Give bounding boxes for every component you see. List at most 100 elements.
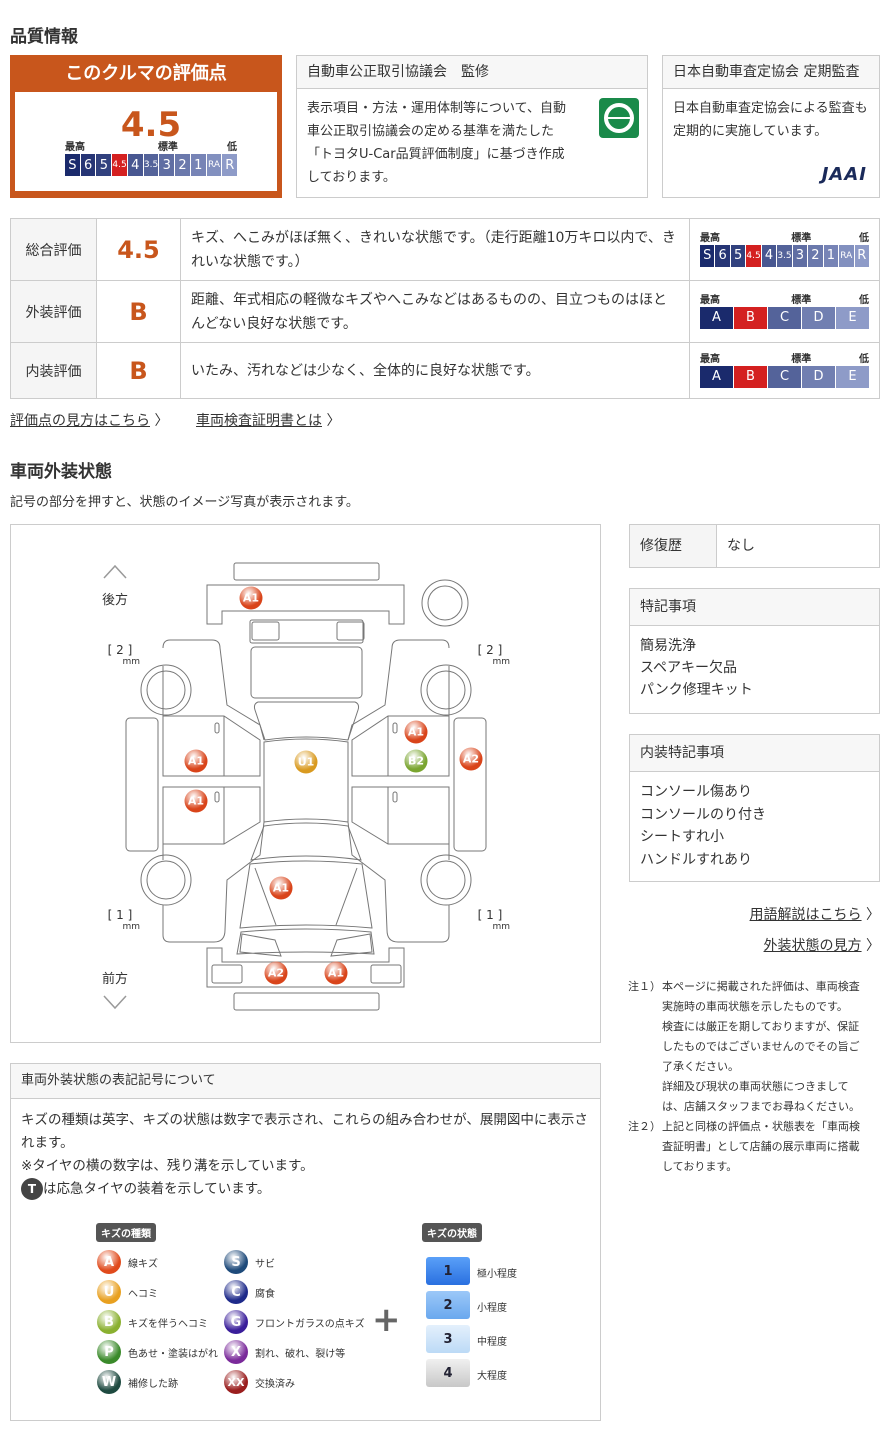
eval-label: 総合評価 xyxy=(10,218,97,281)
note-line: 上記と同様の評価点・状態表を「車両検 xyxy=(662,1120,860,1133)
state-level-1: 1 xyxy=(426,1257,470,1285)
scale-cell: 4 xyxy=(761,244,777,267)
eval-value: B xyxy=(96,342,181,399)
state-level-label: 大程度 xyxy=(477,1371,507,1382)
damage-mark-a1[interactable]: A1 xyxy=(404,720,428,744)
note-line: 本ページに掲載された評価は、車両検査 xyxy=(662,980,860,993)
legend-text: キズの種類は英字、キズの状態は数字で表示され、これらの組み合わせが、展開図中に表… xyxy=(21,1112,588,1151)
grade-cell: A xyxy=(700,306,733,329)
damage-mark-a2[interactable]: A2 xyxy=(264,961,288,985)
eval-label: 外装評価 xyxy=(10,280,97,343)
jaai-logo: JAAI xyxy=(821,164,867,185)
damage-mark-u1[interactable]: U1 xyxy=(294,750,318,774)
scale-cell: S xyxy=(700,244,715,267)
scale-cell: RA xyxy=(206,154,222,176)
scale-high: 最高 xyxy=(700,353,720,365)
grade-cell: B xyxy=(734,365,767,388)
scale-cell: 2 xyxy=(175,154,190,176)
cert-link[interactable]: 車両検査証明書とは 〉 xyxy=(196,410,340,430)
legend-type-label: 補修した跡 xyxy=(128,1378,178,1390)
scale-cell: 4.5 xyxy=(112,154,127,176)
damage-mark-b2[interactable]: B2 xyxy=(404,749,428,773)
state-level-4: 4 xyxy=(426,1359,470,1387)
scale-high: 最高 xyxy=(700,232,720,244)
table-row: 総合評価 4.5 キズ、へこみがほぼ無く、きれいな状態です。（走行距離10万キロ… xyxy=(10,218,880,281)
scale-cell: 3 xyxy=(792,244,808,267)
eval-label: 内装評価 xyxy=(10,342,97,399)
xx-badge-icon: XX xyxy=(224,1370,248,1394)
scale-mid: 標準 xyxy=(791,353,812,365)
note-line: しております。 xyxy=(662,1160,738,1173)
glossary-link[interactable]: 用語解説はこちら 〉 xyxy=(750,904,880,924)
state-level-2: 2 xyxy=(426,1291,470,1319)
damage-mark-a1[interactable]: A1 xyxy=(239,586,263,610)
note-line: 詳細及び現状の車両状態につきまして xyxy=(662,1080,849,1093)
damage-mark-a2[interactable]: A2 xyxy=(459,747,483,771)
scale-cell: 1 xyxy=(190,154,206,176)
damage-mark-a1[interactable]: A1 xyxy=(324,961,348,985)
damage-mark-a1[interactable]: A1 xyxy=(184,749,208,773)
note-line: 査証明書」として店舗の展示車両に搭載 xyxy=(662,1140,860,1153)
list-item: コンソールのり付き xyxy=(640,806,766,823)
jaai-body: 日本自動車査定協会による監査も定期的に実施しています。 xyxy=(673,101,868,139)
eval-desc: キズ、へこみがほぼ無く、きれいな状態です。（走行距離10万キロ以内で、きれいな状… xyxy=(180,218,690,281)
note-body: 本ページに掲載された評価は、車両検査実施時の車両状態を示したものです。検査には厳… xyxy=(662,977,860,1117)
damage-mark-a1[interactable]: A1 xyxy=(269,876,293,900)
scale-cell: 3.5 xyxy=(143,154,159,176)
kousei-header: 自動車公正取引協議会 監修 xyxy=(297,56,647,89)
types-title: キズの種類 xyxy=(96,1223,156,1242)
chevron-right-icon: 〉 xyxy=(866,938,880,954)
scale-cell: 6 xyxy=(715,244,730,267)
scale-cell: 3.5 xyxy=(777,244,792,267)
eval-desc: いたみ、汚れなどは少なく、全体的に良好な状態です。 xyxy=(180,342,690,399)
legend-type-label: サビ xyxy=(255,1258,275,1270)
scale-mid: 標準 xyxy=(157,142,178,153)
scale-low: 低 xyxy=(227,142,237,153)
scale-mid: 標準 xyxy=(791,294,812,306)
scale-mid: 標準 xyxy=(791,232,812,244)
tread-rear-left: [ 2 ]mm xyxy=(107,643,140,667)
chevron-right-icon: 〉 xyxy=(866,907,880,923)
exterior-guide-link[interactable]: 外装状態の見方 〉 xyxy=(764,935,880,955)
scale-cell: 5 xyxy=(730,244,746,267)
legend-type-label: ヘコミ xyxy=(128,1288,158,1300)
evaluation-table: 総合評価 4.5 キズ、へこみがほぼ無く、きれいな状態です。（走行距離10万キロ… xyxy=(10,218,880,399)
scale-cell: 1 xyxy=(823,244,839,267)
plus-icon: + xyxy=(372,1300,401,1340)
link-text: 評価点の見方はこちら xyxy=(10,413,150,429)
a-badge-icon: A xyxy=(97,1250,121,1274)
note-item: 注１）本ページに掲載された評価は、車両検査実施時の車両状態を示したものです。検査… xyxy=(628,977,880,1117)
rear-label: 後方 xyxy=(102,593,129,608)
x-badge-icon: X xyxy=(224,1340,248,1364)
special-header: 特記事項 xyxy=(630,589,879,626)
note-tag: 注１） xyxy=(628,980,661,993)
interior-special-header: 内装特記事項 xyxy=(630,735,879,772)
legend-type-u: U ヘコミ xyxy=(97,1280,158,1304)
legend-type-a: A 線キズ xyxy=(97,1250,158,1274)
note-line: 実施時の車両状態を示したものです。 xyxy=(662,1000,848,1013)
score-guide-link[interactable]: 評価点の見方はこちら 〉 xyxy=(10,410,168,430)
note-line: は、店舗スタッフまでお尋ねください。 xyxy=(662,1100,860,1113)
s-badge-icon: S xyxy=(224,1250,248,1274)
rating-score: 4.5 xyxy=(120,105,182,145)
legend-type-label: 線キズ xyxy=(128,1258,158,1270)
interior-special-notes: 内装特記事項 コンソール傷ありコンソールのり付きシートすれ小ハンドルすれあり xyxy=(629,734,880,882)
note-line: 了承ください。 xyxy=(662,1060,739,1073)
note-line: 検査には厳正を期しておりますが、保証 xyxy=(662,1020,860,1033)
grade-cell: E xyxy=(836,365,869,388)
c-badge-icon: C xyxy=(224,1280,248,1304)
damage-mark-a1[interactable]: A1 xyxy=(184,789,208,813)
legend-type-label: フロントガラスの点キズ xyxy=(255,1318,365,1330)
rating-box-title: このクルマの評価点 xyxy=(65,63,227,84)
grade-cell: A xyxy=(700,365,733,388)
u-badge-icon: U xyxy=(97,1280,121,1304)
list-item: ハンドルすれあり xyxy=(640,851,752,868)
